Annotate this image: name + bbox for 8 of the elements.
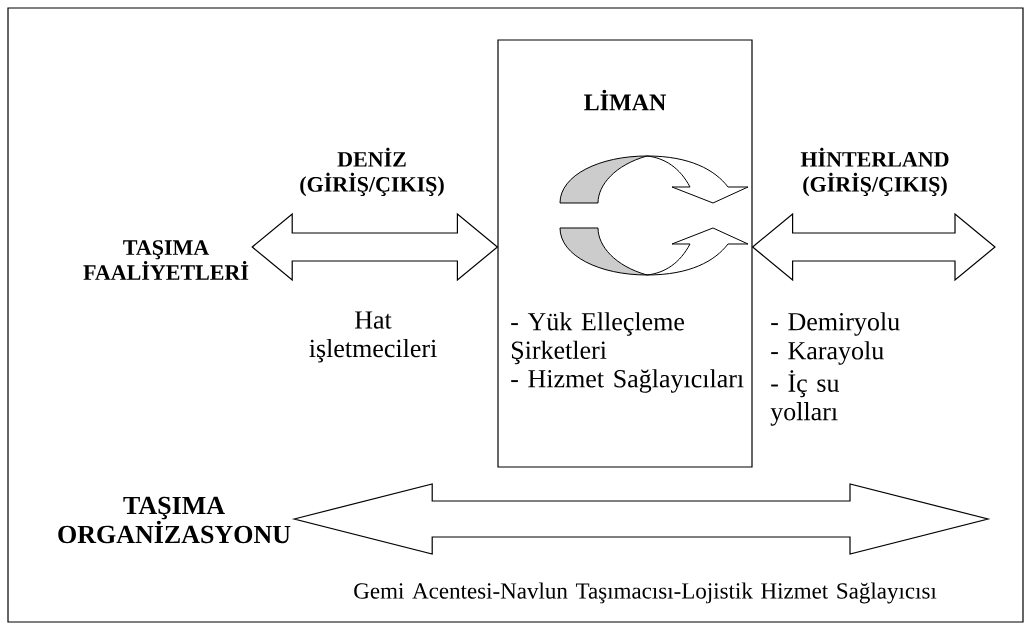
double-arrow: [251, 212, 499, 282]
caption: Gemi Acentesi-Navlun Taşımacısı-Lojistik Hizmet Sağlayıcısı: [354, 582, 937, 604]
port-box: LİMAN - Yük Elleçleme Şirketleri - Hizmet Sağlayıcıları: [497, 39, 753, 468]
heading: TAŞIMA ORGANİZASYONU: [58, 496, 291, 544]
heading: TAŞIMA FAALİYETLERİ: [83, 240, 249, 280]
heading: HİNTERLAND (GİRİŞ/ÇIKIŞ): [800, 147, 949, 197]
text-label: Hat işletmecileri: [309, 311, 437, 363]
heading: DENİZ (GİRİŞ/ÇIKIŞ): [300, 147, 444, 197]
